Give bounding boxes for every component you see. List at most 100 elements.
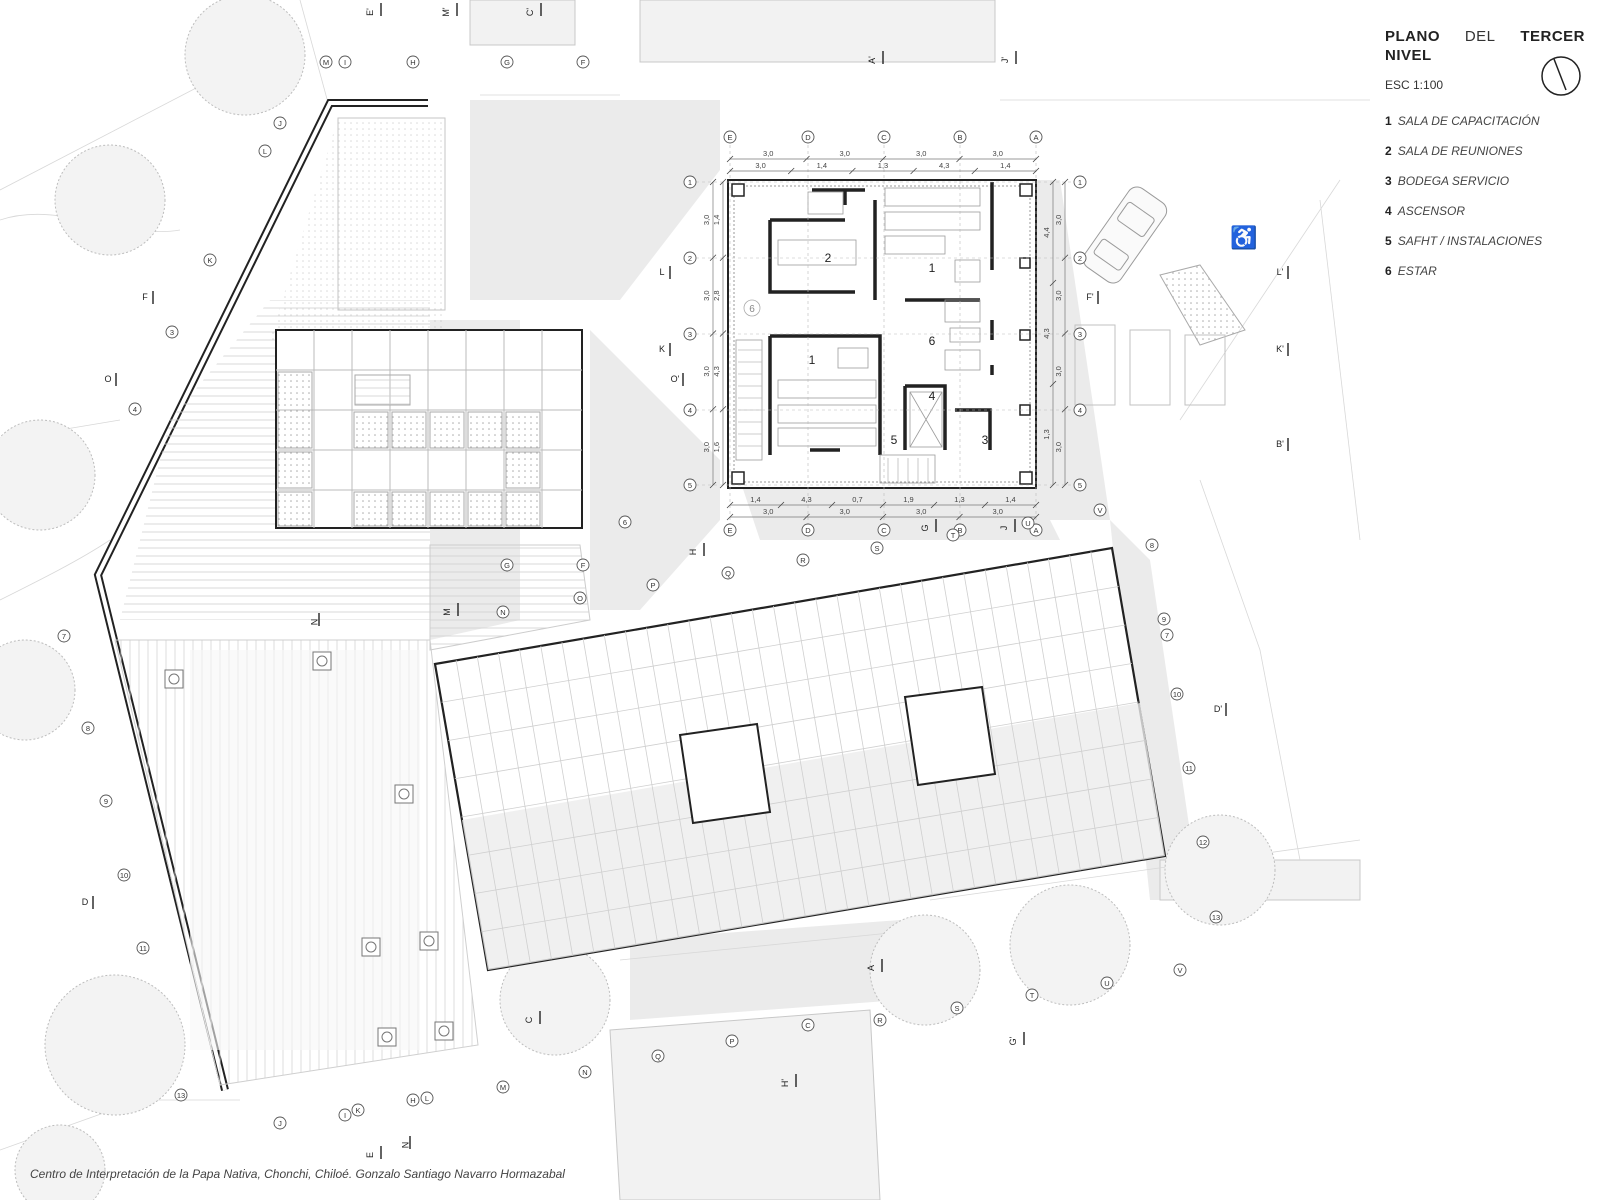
svg-text:A: A — [866, 965, 876, 971]
svg-text:10: 10 — [1173, 690, 1181, 699]
dimension-label: 3,0 — [916, 149, 926, 158]
grid-bubble: O — [573, 591, 587, 605]
svg-text:F: F — [581, 58, 586, 67]
svg-text:M: M — [442, 608, 452, 616]
grid-bubble: C — [877, 523, 891, 537]
dimension-label: 1,4 — [817, 161, 827, 170]
room-number-label: 6 — [749, 304, 755, 315]
dimension-label: 4,3 — [939, 161, 949, 170]
grid-bubble: 6 — [618, 515, 632, 529]
title-word-plano: PLANO — [1385, 28, 1440, 45]
dimension-label: 1,3 — [878, 161, 888, 170]
room-number: 5 — [1385, 234, 1392, 248]
svg-text:S: S — [874, 544, 879, 553]
svg-text:G: G — [504, 58, 510, 67]
svg-text:F: F — [581, 561, 586, 570]
room-number-label: 4 — [929, 389, 936, 403]
svg-text:7: 7 — [62, 632, 66, 641]
room-number-label: 5 — [891, 433, 898, 447]
svg-text:A: A — [1033, 133, 1038, 142]
svg-text:N: N — [400, 1142, 410, 1149]
svg-text:O': O' — [671, 374, 680, 384]
trees — [0, 0, 1276, 1200]
grid-bubble: L — [420, 1091, 434, 1105]
svg-text:B: B — [957, 526, 962, 535]
svg-text:K': K' — [1276, 344, 1284, 354]
dimension-label: 1,3 — [954, 495, 964, 504]
svg-text:C': C' — [525, 8, 535, 16]
grid-bubble: Q — [651, 1049, 665, 1063]
grid-bubble: U — [1100, 976, 1114, 990]
svg-text:V: V — [1177, 966, 1182, 975]
grid-bubble: 11 — [1182, 761, 1196, 775]
parking-area: ♿ — [1074, 186, 1257, 406]
room-name: SALA DE CAPACITACIÓN — [1397, 114, 1540, 128]
grid-bubble: 9 — [99, 794, 113, 808]
svg-text:F: F — [142, 292, 148, 302]
svg-text:L: L — [425, 1094, 429, 1103]
section-mark: J' — [1000, 51, 1017, 64]
svg-text:S: S — [954, 1004, 959, 1013]
grid-bubble: V — [1093, 503, 1107, 517]
grid-bubble: C — [877, 130, 891, 144]
dimension-label: 1,6 — [712, 442, 721, 452]
grid-bubble: 4 — [128, 402, 142, 416]
plan-title: PLANO DEL TERCER — [1385, 28, 1585, 45]
section-mark: C — [524, 1011, 541, 1024]
svg-text:13: 13 — [177, 1091, 185, 1100]
grid-bubble: H — [406, 1093, 420, 1107]
svg-text:E: E — [365, 1152, 375, 1158]
section-mark: K' — [1276, 343, 1289, 356]
dimension-label: 2,8 — [712, 290, 721, 300]
dimension-label: 3,0 — [755, 161, 765, 170]
section-mark: F' — [1086, 291, 1099, 304]
svg-text:H': H' — [780, 1079, 790, 1087]
svg-text:3: 3 — [170, 328, 174, 337]
section-mark: B' — [1276, 438, 1289, 451]
third-floor-plan — [690, 145, 1080, 525]
section-mark: O — [104, 373, 117, 386]
svg-text:P: P — [729, 1037, 734, 1046]
grid-bubble: S — [950, 1001, 964, 1015]
grid-bubble: H — [406, 55, 420, 69]
section-mark: E — [365, 1146, 382, 1159]
svg-text:U: U — [1104, 979, 1109, 988]
grid-bubble: 12 — [1196, 835, 1210, 849]
grid-bubble: P — [725, 1034, 739, 1048]
grid-bubble: 10 — [117, 868, 131, 882]
svg-text:I: I — [344, 58, 346, 67]
grid-bubble: 5 — [683, 478, 697, 492]
svg-text:K: K — [355, 1106, 360, 1115]
svg-text:1: 1 — [688, 178, 692, 187]
grid-bubble: D — [801, 130, 815, 144]
svg-text:C: C — [881, 526, 887, 535]
section-mark: G' — [1008, 1032, 1025, 1045]
west-terrace — [114, 117, 479, 1086]
dimension-label: 1,3 — [1042, 429, 1051, 439]
svg-text:N: N — [500, 608, 505, 617]
svg-text:4: 4 — [133, 405, 137, 414]
svg-text:B: B — [957, 133, 962, 142]
room-number-label: 6 — [929, 334, 936, 348]
grid-bubble: B — [953, 130, 967, 144]
stair-deck — [429, 544, 591, 651]
dimension-label: 3,0 — [993, 149, 1003, 158]
svg-text:K: K — [659, 344, 665, 354]
dimension-label: 3,0 — [1054, 442, 1063, 452]
grid-bubble: G — [500, 55, 514, 69]
section-mark: D — [82, 896, 94, 909]
svg-text:D: D — [82, 897, 89, 907]
dimension-label: 3,0 — [1054, 366, 1063, 376]
grid-bubble: T — [946, 528, 960, 542]
section-mark: F — [142, 291, 154, 304]
grid-bubble: U — [1021, 516, 1035, 530]
grid-bubble: M — [496, 1080, 510, 1094]
svg-text:H: H — [410, 1096, 415, 1105]
room-number: 4 — [1385, 204, 1392, 218]
